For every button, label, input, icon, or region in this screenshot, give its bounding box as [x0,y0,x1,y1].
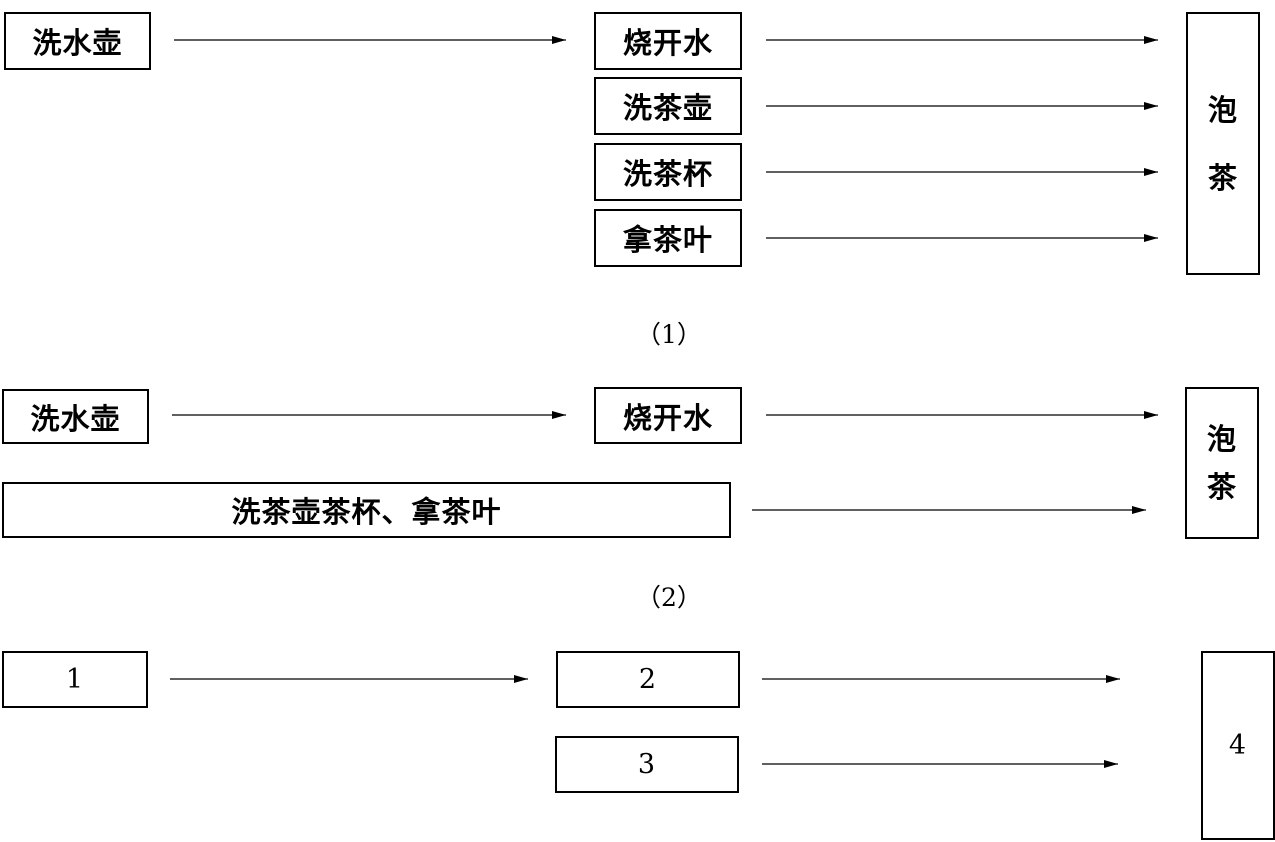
d1-wash-teapot-label: 洗茶壶 [622,91,713,125]
d2-wash-kettle-box: 洗水壶 [2,389,149,444]
d2-make-tea-label-1: 泡 [1206,422,1237,456]
d2-combined-label: 洗茶壶茶杯、拿茶叶 [231,495,502,529]
d3-step-2-label: 2 [638,664,658,695]
d1-wash-cups-label: 洗茶杯 [622,157,713,191]
d2-wash-kettle-label: 洗水壶 [30,401,121,436]
d1-boil-water-box: 烧开水 [594,12,742,70]
d1-wash-teapot-box: 洗茶壶 [594,77,742,135]
d3-step-4-label: 4 [1228,730,1248,761]
d1-get-tea-leaves-label: 拿茶叶 [622,223,713,257]
d3-step-1-label: 1 [65,664,85,695]
d3-step-3-label: 3 [637,749,657,780]
d2-make-tea-box: 泡 茶 [1185,387,1259,539]
d2-make-tea-label-2: 茶 [1206,470,1237,504]
d1-get-tea-leaves-box: 拿茶叶 [594,209,742,267]
d1-wash-kettle-label: 洗水壶 [32,26,123,60]
d3-step-4-box: 4 [1201,651,1275,840]
d3-step-1-box: 1 [2,651,148,708]
d1-make-tea-label-2: 茶 [1207,160,1238,195]
d2-boil-water-box: 烧开水 [594,387,742,444]
d1-make-tea-label-1: 泡 [1207,92,1238,127]
d2-caption: （2） [636,583,702,612]
d2-boil-water-label: 烧开水 [622,400,713,435]
d1-caption: （1） [636,320,702,349]
d2-combined-box: 洗茶壶茶杯、拿茶叶 [2,482,731,538]
d1-wash-kettle-box: 洗水壶 [4,12,151,70]
d1-boil-water-label: 烧开水 [622,26,713,60]
d1-make-tea-box: 泡 茶 [1186,12,1260,275]
d3-step-3-box: 3 [555,736,739,793]
d3-step-2-box: 2 [556,651,740,708]
d1-wash-cups-box: 洗茶杯 [594,143,742,201]
